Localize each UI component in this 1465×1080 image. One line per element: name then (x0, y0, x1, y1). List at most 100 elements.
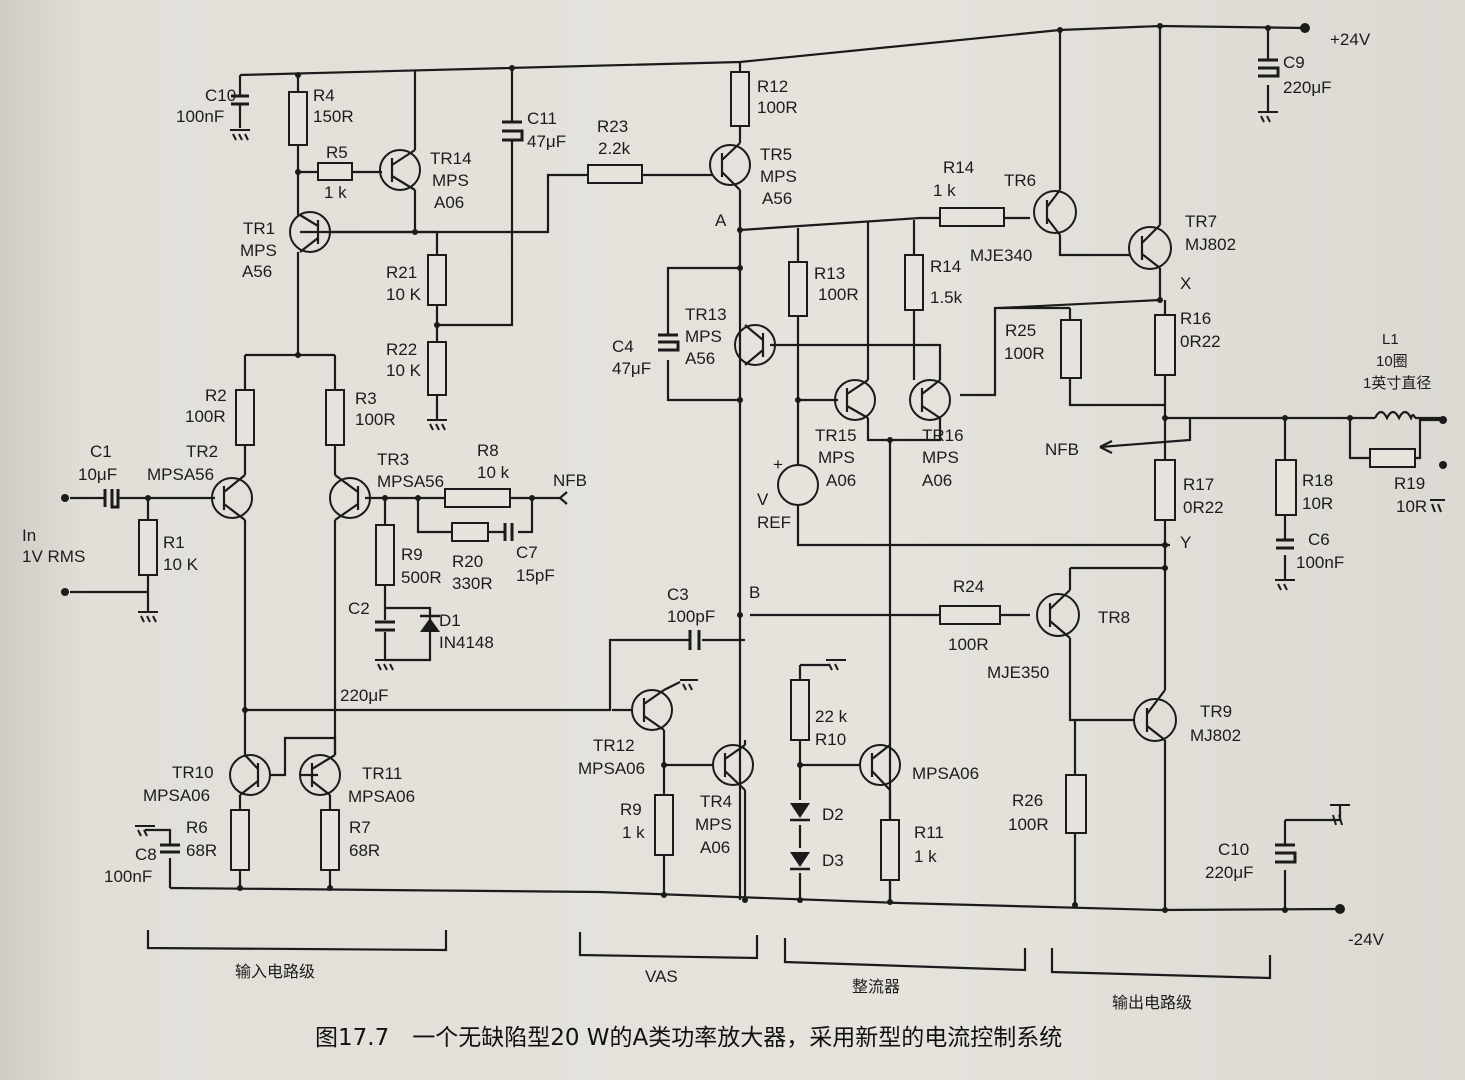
r21-val: 10 K (386, 285, 422, 304)
c7-ref: C10 (205, 86, 236, 105)
r7-body (320, 809, 340, 871)
c11-val: 47μF (527, 132, 566, 151)
c10-ref: C10 (1218, 840, 1249, 859)
r26-ref: R26 (1012, 791, 1043, 810)
r14-val: 100R (818, 285, 859, 304)
r12-val: 1 k (933, 181, 956, 200)
tr12-symbol (631, 689, 673, 731)
r11-body (880, 819, 900, 881)
r2-ref: R2 (205, 386, 227, 405)
junction-dots (145, 23, 1353, 913)
r7-ref: R7 (349, 818, 371, 837)
neg-rail-label: -24V (1348, 930, 1385, 949)
tr6-ref: TR6 (1004, 171, 1036, 190)
r3-ref: R3 (355, 389, 377, 408)
tr4-l1: MPS (695, 815, 732, 834)
r10-val: 22 k (815, 707, 848, 726)
r17-val: 0R22 (1183, 498, 1224, 517)
resistor-bodies (138, 71, 1416, 881)
d3-ref: D3 (822, 851, 844, 870)
c9-val: 220μF (1283, 78, 1332, 97)
tr11-symbol (299, 754, 341, 796)
vref-v: V (757, 490, 769, 509)
tr14-l1: MPS (432, 171, 469, 190)
r5-val: 1 k (324, 183, 347, 202)
c9-plates (1258, 58, 1280, 78)
wiring (70, 24, 1440, 912)
tr13-symbol (734, 324, 776, 366)
tr15-ref: TR15 (815, 426, 857, 445)
tr12-ref: TR12 (593, 736, 635, 755)
r9a-val: 500R (401, 568, 442, 587)
r21-ref: R21 (386, 263, 417, 282)
tr1-l2: A56 (242, 262, 272, 281)
r22-val: 10 K (386, 361, 422, 380)
r24-val: 100R (948, 635, 989, 654)
tr7-ref: TR7 (1185, 212, 1217, 231)
tr6-l1: MJE340 (970, 246, 1032, 265)
tr10-l1: MPSA06 (143, 786, 210, 805)
tr13-l1: MPS (685, 327, 722, 346)
r17-ref: R17 (1183, 475, 1214, 494)
r22-body (427, 341, 447, 396)
c7-val: 100nF (176, 107, 224, 126)
tr8-l1: MJE350 (987, 663, 1049, 682)
tr6-symbol (1033, 189, 1077, 236)
figure-caption: 图17.7 一个无缺陷型20 W的A类功率放大器，采用新型的电流控制系统 (315, 1025, 1062, 1051)
c1-ref: C1 (90, 442, 112, 461)
transistor-symbols (211, 142, 1177, 796)
tr4-l2: A06 (700, 838, 730, 857)
d2-ref: D2 (822, 805, 844, 824)
tr12-l1: MPSA06 (578, 759, 645, 778)
tr11-ref: TR11 (362, 764, 402, 783)
r18-val: 10R (1302, 494, 1333, 513)
section-input: 输入电路级 (235, 962, 315, 981)
c8-ref: C8 (135, 845, 157, 864)
input-level: 1V RMS (22, 547, 85, 566)
r14-body (788, 261, 808, 317)
c2-val: 220μF (340, 686, 389, 705)
c3-plates (688, 630, 701, 650)
labels: +24V -24V C10 100nF R4 150R R5 1 k TR14 … (22, 30, 1431, 1051)
c3-val: 100pF (667, 607, 715, 626)
r9a-ref: R9 (401, 545, 423, 564)
tr2-ref: TR2 (186, 442, 218, 461)
r18-ref: R18 (1302, 471, 1333, 490)
d1-ref: D1 (439, 611, 461, 630)
r24-ref: R24 (953, 577, 984, 596)
tr5-l1: MPS (760, 167, 797, 186)
r3-val: 100R (355, 410, 396, 429)
r6-body (230, 809, 250, 871)
c3-ref: C3 (667, 585, 689, 604)
tr4-symbol (712, 744, 754, 791)
c6-ref: C6 (1308, 530, 1330, 549)
r4-body (288, 91, 308, 146)
tr15-symbol (834, 379, 876, 421)
tr13-l2: A56 (685, 349, 715, 368)
r1-val: 10 K (163, 555, 199, 574)
tr10-symbol (229, 754, 271, 796)
r1-ref: R1 (163, 533, 185, 552)
tr3-l1: MPSA56 (377, 472, 444, 491)
c8-plates (160, 843, 180, 854)
c6-plates (1276, 538, 1294, 550)
r14-ref: R13 (814, 264, 845, 283)
c8-val: 100nF (104, 867, 152, 886)
r19-body (1369, 448, 1416, 468)
r1-body (138, 519, 158, 576)
c4-val: 47μF (612, 359, 651, 378)
r13-ref: R12 (757, 77, 788, 96)
r8-ref: R8 (477, 441, 499, 460)
l1-ref: L1 (1382, 331, 1399, 348)
r2-body (235, 389, 255, 446)
section-output: 输出电路级 (1112, 993, 1192, 1012)
r12-body (939, 207, 1005, 227)
tr16-l1: MPS (922, 448, 959, 467)
d1-val: IN4148 (439, 633, 494, 652)
tr7-l1: MJ802 (1185, 235, 1236, 254)
nfb-label: NFB (1045, 440, 1079, 459)
tr14-ref: TR14 (430, 149, 472, 168)
tr16-symbol (909, 379, 951, 421)
tr5-ref: TR5 (760, 145, 792, 164)
